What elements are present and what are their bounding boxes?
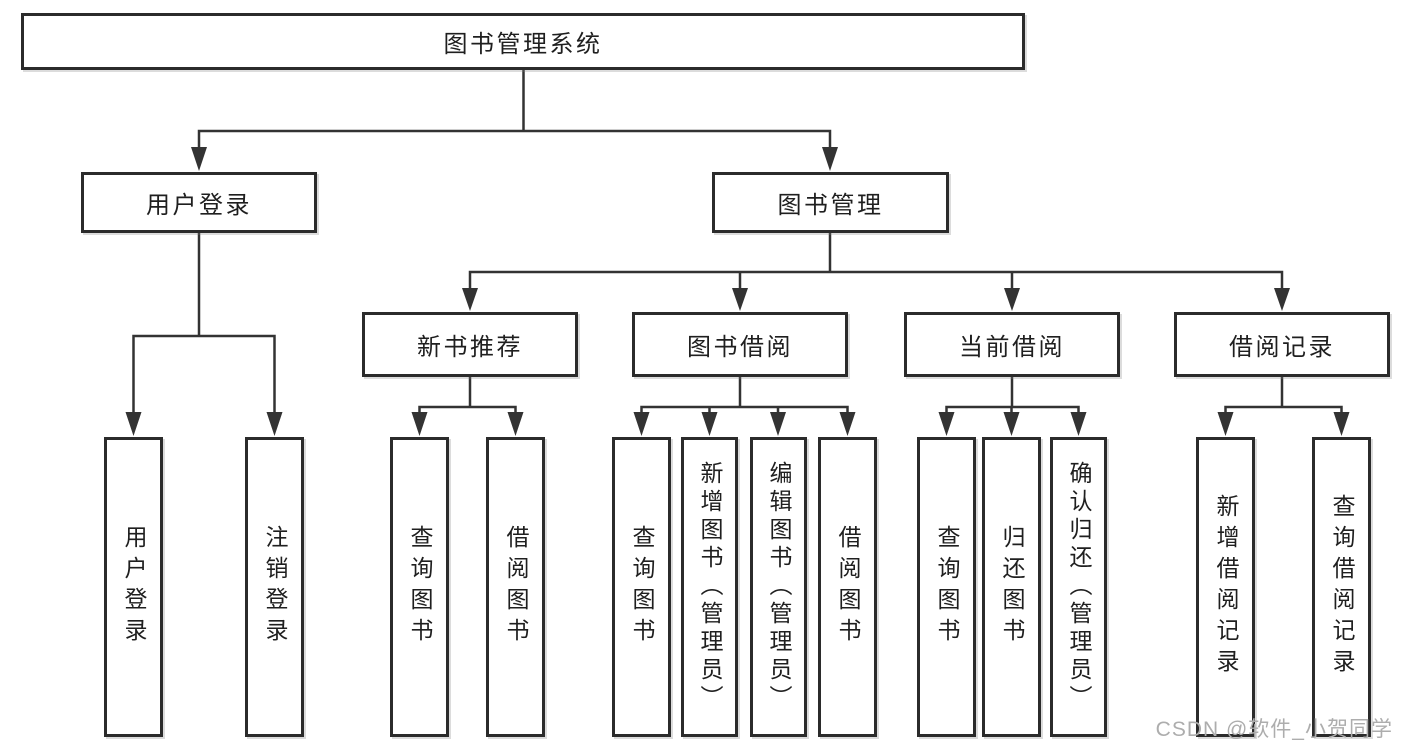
node-label: 当前借阅 [959, 334, 1065, 361]
node-new-book-recommendation: 新书推荐 [362, 312, 578, 377]
connector-current-borrow-split [945, 377, 1080, 413]
leaf-label: 新增借阅记录 [1213, 494, 1239, 680]
leaf-query-books: 查询图书 [390, 437, 449, 737]
arrowheads-new-book-split [411, 412, 524, 436]
arrowheads-root-split [191, 147, 838, 171]
leaf-query-borrow-record: 查询借阅记录 [1312, 437, 1371, 737]
node-library-management-system: 图书管理系统 [21, 13, 1025, 70]
leaf-borrow-books: 借阅图书 [486, 437, 545, 737]
node-book-management: 图书管理 [712, 172, 949, 233]
leaf-label: 查询图书 [629, 525, 655, 649]
node-label: 图书借阅 [687, 334, 793, 361]
leaf-add-books-admin: 新增图书（管理员） [681, 437, 738, 737]
leaf-label: 借阅图书 [503, 525, 529, 649]
connector-new-book-split [418, 377, 517, 413]
leaf-label: 借阅图书 [835, 525, 861, 649]
connector-book-borrow-split [640, 377, 849, 413]
connector-borrow-record-split [1224, 377, 1343, 413]
leaf-label: 用户登录 [121, 525, 147, 649]
leaf-borrow-books: 借阅图书 [818, 437, 877, 737]
leaf-label: 归还图书 [999, 525, 1025, 649]
csdn-watermark: CSDN @软件_小贺同学 [1155, 718, 1393, 741]
leaf-label: 注销登录 [262, 525, 288, 649]
arrowheads-book-management-split [462, 288, 1290, 311]
arrowheads-borrow-record-split [1217, 412, 1350, 436]
leaf-logout: 注销登录 [245, 437, 304, 737]
leaf-label: 查询借阅记录 [1329, 494, 1355, 680]
leaf-add-borrow-record: 新增借阅记录 [1196, 437, 1255, 737]
leaf-label: 查询图书 [407, 525, 433, 649]
arrowheads-current-borrow-split [938, 412, 1087, 436]
node-current-borrowing: 当前借阅 [904, 312, 1120, 377]
leaf-edit-books-admin: 编辑图书（管理员） [750, 437, 807, 737]
leaf-label: 编辑图书（管理员） [766, 461, 792, 713]
leaf-label: 新增图书（管理员） [697, 461, 723, 713]
node-label: 借阅记录 [1229, 334, 1335, 361]
node-label: 用户登录 [146, 192, 252, 219]
node-label: 图书管理系统 [443, 31, 603, 58]
leaf-confirm-return-admin: 确认归还（管理员） [1050, 437, 1107, 737]
leaf-user-login: 用户登录 [104, 437, 163, 737]
connector-user-login-split [132, 233, 276, 413]
node-label: 新书推荐 [417, 334, 523, 361]
leaf-query-books: 查询图书 [612, 437, 671, 737]
leaf-label: 确认归还（管理员） [1066, 461, 1092, 713]
connector-book-management-split [468, 233, 1284, 289]
node-user-login: 用户登录 [81, 172, 317, 233]
leaf-label: 查询图书 [934, 525, 960, 649]
leaf-return-books: 归还图书 [982, 437, 1041, 737]
leaf-query-books: 查询图书 [917, 437, 976, 737]
node-borrowing-records: 借阅记录 [1174, 312, 1390, 377]
node-label: 图书管理 [777, 192, 884, 219]
arrowheads-book-borrow-split [633, 412, 856, 436]
node-book-borrowing: 图书借阅 [632, 312, 848, 377]
connector-root-split [197, 70, 832, 148]
arrowheads-user-login-split [125, 412, 283, 436]
